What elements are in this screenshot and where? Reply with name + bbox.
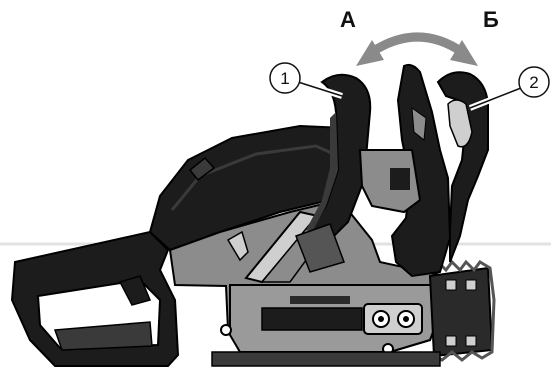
- arrowhead-right: [450, 40, 478, 66]
- chain-brake-handle-position-a: [302, 73, 372, 252]
- rear-foot-bolt: [220, 324, 232, 336]
- rear-handle-grip: [53, 321, 153, 351]
- chain-brake-handle-position-b: [390, 63, 452, 278]
- callout-2-circle: [518, 66, 550, 98]
- position-a-bracket: [295, 223, 345, 273]
- callout-2-number: 2: [529, 73, 538, 92]
- swing-arrow: [356, 32, 478, 66]
- callout-1-circle: [269, 62, 301, 94]
- chain-cutters: [445, 279, 477, 347]
- position-a-inner-face: [306, 112, 338, 232]
- guide-bar: [428, 266, 494, 358]
- guard-b-slot: [411, 106, 427, 141]
- callout-1: 1: [269, 62, 343, 99]
- guard-b-window: [447, 99, 473, 148]
- position-label-b: Б: [483, 7, 499, 32]
- callout-1-number: 1: [280, 69, 289, 88]
- position-label-a: А: [340, 7, 356, 32]
- saw-chain: [430, 259, 496, 362]
- arrowhead-left: [356, 40, 384, 66]
- callout-2: 2: [468, 66, 550, 111]
- cover-latch: [188, 156, 216, 182]
- throttle-trigger: [118, 275, 152, 306]
- base-foot: [211, 351, 441, 367]
- side-cover-vent: [290, 296, 350, 304]
- pivot-housing-vent: [390, 168, 410, 190]
- bar-mount-plate: [363, 303, 423, 335]
- cover-ridge: [170, 144, 339, 211]
- side-cover-slot: [261, 307, 363, 331]
- chain-brake-guard-b: [436, 71, 489, 263]
- choke-lever: [226, 230, 249, 262]
